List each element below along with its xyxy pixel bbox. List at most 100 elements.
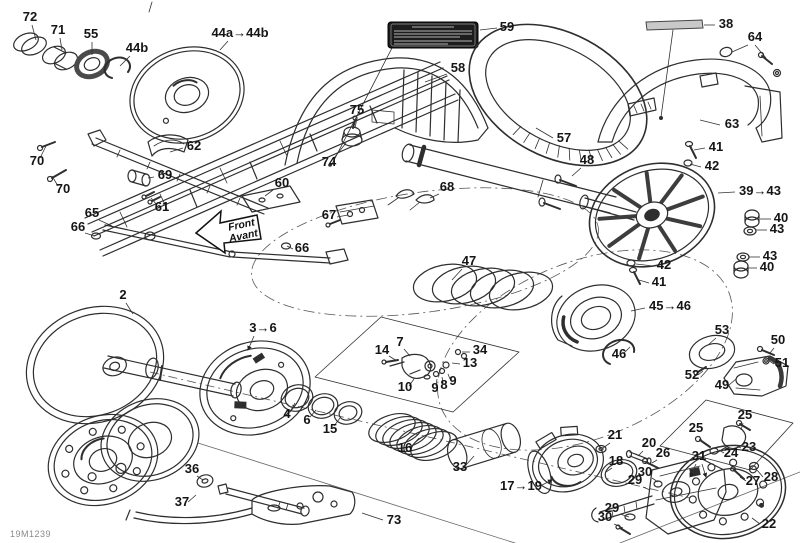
leader-line-42 (689, 163, 702, 168)
leader-line-6 (309, 409, 317, 418)
primary-clutch (25, 305, 522, 470)
callout-41: 41 (652, 274, 666, 289)
callout-69: 69 (158, 167, 172, 182)
leader-line-73 (361, 512, 384, 521)
callout-70: 70 (56, 181, 70, 196)
leader-line-57 (535, 127, 554, 139)
callout-6: 6 (303, 412, 310, 427)
callout-42: 42 (705, 158, 719, 173)
primary-sheave-parts (13, 32, 245, 144)
leader-line-7 (403, 348, 411, 357)
leader-line-2 (125, 302, 134, 315)
leader-line-15 (333, 417, 341, 427)
callout-29: 29 (605, 500, 619, 515)
leader-line-36 (196, 475, 204, 481)
callout-60: 60 (275, 175, 289, 190)
frame-rail (84, 61, 459, 257)
callout-62: 62 (187, 138, 201, 153)
leader-line-46 (623, 346, 631, 354)
leader-line-48 (571, 167, 582, 177)
callout-31: 31 (692, 448, 706, 463)
callout-47: 47 (462, 253, 476, 268)
leader-line-17→19 (539, 479, 553, 487)
leader-line-53 (707, 337, 717, 346)
callout-39→43: 39→43 (739, 183, 781, 198)
leader-line-67 (336, 214, 349, 218)
callout-25: 25 (689, 420, 703, 435)
callout-49: 49 (715, 377, 729, 392)
callout-4: 4 (283, 406, 291, 421)
leader-line-23 (734, 444, 742, 449)
leader-line-9 (447, 373, 451, 380)
callout-40: 40 (760, 259, 774, 274)
leader-line-74 (333, 142, 347, 159)
leader-line-30 (651, 477, 659, 483)
belt-guard (284, 47, 489, 167)
callout-34: 34 (473, 342, 488, 357)
leader-line-41 (638, 279, 650, 284)
leader-line-59 (479, 27, 498, 31)
leader-line-22 (751, 517, 761, 525)
callout-30: 30 (598, 509, 612, 524)
callout-19M1239: 19M1239 (10, 529, 51, 539)
leader-line-63 (699, 119, 721, 126)
callout-13: 13 (463, 355, 477, 370)
leader-line-50 (769, 347, 775, 354)
callout-71: 71 (51, 22, 65, 37)
leader-line-3→6 (247, 335, 255, 351)
leader-line-58 (424, 73, 448, 83)
leader-line-24 (718, 449, 725, 454)
leader-line-68 (429, 193, 440, 199)
callout-52: 52 (685, 367, 699, 382)
callout-21: 21 (608, 427, 622, 442)
countershaft-bearing (551, 284, 736, 370)
callout-9: 9 (449, 373, 456, 388)
callout-33: 33 (453, 459, 467, 474)
callout-30: 30 (638, 464, 652, 479)
leader-line-29 (642, 486, 651, 491)
leader-line-31 (689, 463, 697, 478)
leader-line-66 (286, 245, 294, 250)
front-direction-arrow: Front Avant (194, 209, 262, 255)
callout-42: 42 (657, 257, 671, 272)
leader-line-65 (98, 219, 113, 227)
leader-line-13 (451, 362, 461, 365)
callout-55: 55 (84, 26, 98, 41)
callout-29: 29 (628, 472, 642, 487)
reference-lines (148, 1, 800, 543)
leader-line-29 (619, 513, 630, 518)
leader-line-31 (701, 463, 708, 478)
callout-68: 68 (440, 179, 454, 194)
return-spring (412, 263, 554, 311)
callout-8: 8 (440, 377, 447, 392)
leader-line-51 (767, 359, 775, 365)
callout-20: 20 (642, 435, 656, 450)
callout-27: 27 (746, 473, 760, 488)
leader-line-39→43 (717, 191, 736, 194)
callout-25: 25 (738, 407, 752, 422)
callout-44b: 44b (126, 40, 148, 55)
leader-line-71 (59, 37, 63, 51)
callout-18: 18 (609, 453, 623, 468)
callout-37: 37 (175, 494, 189, 509)
callout-74: 74 (322, 154, 337, 169)
callout-67: 67 (322, 207, 336, 222)
callout-50: 50 (771, 332, 785, 347)
callout-17→19: 17→19 (500, 478, 542, 493)
leader-line-69 (147, 176, 155, 179)
callout-26: 26 (656, 445, 670, 460)
leader-line-16 (410, 437, 420, 448)
clutch-pack (47, 398, 200, 507)
callout-65: 65 (85, 205, 99, 220)
leader-line-4 (289, 402, 296, 413)
brake-caliper (693, 345, 789, 397)
callout-23: 23 (742, 439, 756, 454)
leader-line-14 (388, 355, 398, 362)
leader-line-61 (150, 197, 158, 206)
leader-line-70 (39, 145, 47, 159)
leader-line-9 (435, 378, 438, 387)
callout-63: 63 (725, 116, 739, 131)
leader-line-45→46 (630, 307, 646, 312)
callout-73: 73 (387, 512, 401, 527)
